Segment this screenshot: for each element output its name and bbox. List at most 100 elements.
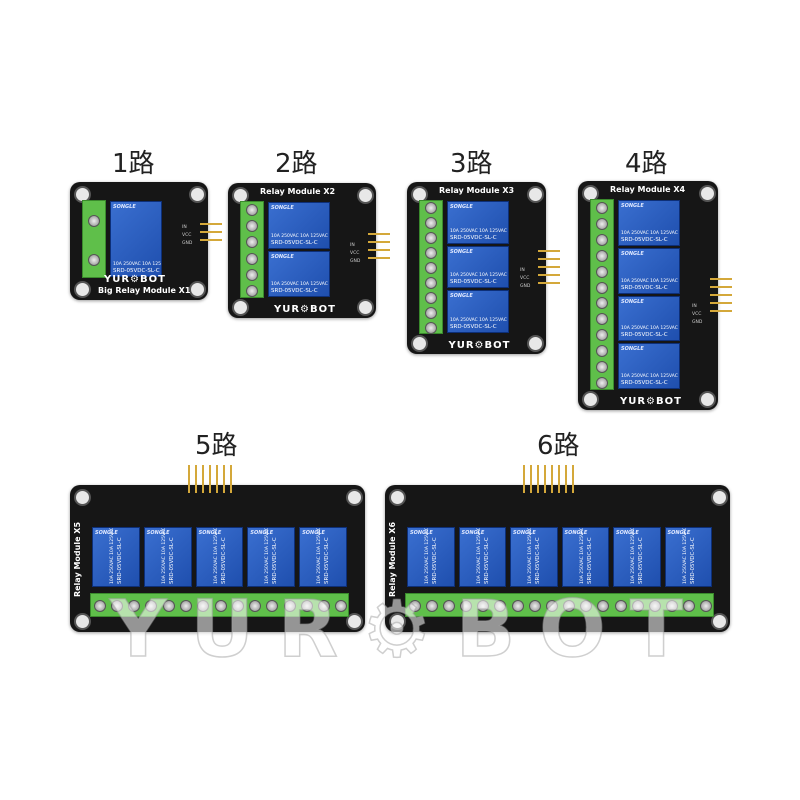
terminal-screw: [425, 306, 437, 319]
header-pin: [368, 240, 390, 243]
relay-brand: SONGLE: [621, 203, 644, 209]
header-pin: [710, 285, 732, 288]
terminal-screw: [335, 600, 348, 612]
mounting-hole: [357, 299, 374, 316]
header-pin: [368, 232, 390, 235]
brand-logo: YUR⚙BOT: [448, 340, 511, 351]
relay-brand: SONGLE: [450, 248, 473, 255]
pin-label: GND: [520, 284, 531, 289]
terminal-screw: [145, 600, 158, 612]
terminal-screw: [408, 600, 421, 612]
relay-brand: SONGLE: [302, 530, 325, 536]
board-title: Big Relay Module X1: [98, 286, 191, 295]
relay-brand: SONGLE: [564, 530, 588, 536]
mounting-hole: [711, 613, 728, 630]
header-pin: [188, 465, 190, 493]
terminal-screw: [425, 202, 437, 215]
relay-model: SRD-05VDC-SL-C: [535, 537, 541, 584]
relay-model: SRD-05VDC-SL-C: [117, 537, 123, 584]
header-pin: [538, 250, 560, 252]
relay-brand: SONGLE: [450, 204, 473, 210]
relay-brand: SONGLE: [250, 530, 274, 536]
terminal-screw: [596, 249, 608, 262]
terminal-screw: [246, 284, 258, 297]
terminal-screw: [231, 600, 244, 612]
terminal-screw: [511, 600, 524, 612]
terminal-screw: [425, 247, 437, 260]
relay-model: SRD-05VDC-SL-C: [272, 537, 279, 584]
relay-model: SRD-05VDC-SL-C: [621, 236, 668, 243]
board-title: Relay Module X2: [260, 187, 336, 196]
header-pin: [544, 465, 546, 493]
relay-brand: SONGLE: [461, 530, 485, 536]
terminal-screw: [110, 600, 123, 612]
pin-label: VCC: [350, 250, 360, 256]
header-pin: [202, 465, 204, 493]
mounting-hole: [411, 335, 428, 352]
terminal-screw: [425, 232, 437, 245]
label-4ch: 4路: [625, 149, 668, 179]
terminal-screw: [477, 600, 490, 612]
terminal-screw: [266, 600, 279, 612]
pin-label: VCC: [692, 311, 702, 317]
mounting-hole: [346, 613, 363, 630]
header-pin: [200, 239, 222, 241]
terminal-screw: [93, 600, 106, 612]
header-pin: [710, 301, 732, 304]
relay-rating: 10A 250VAC 10A 125VAC: [621, 230, 678, 236]
header-pin: [523, 465, 525, 493]
terminal-screw: [528, 600, 541, 612]
terminal-screw: [425, 321, 437, 334]
relay-model: SRD-05VDC-SL-C: [113, 268, 160, 274]
relay-rating: 10A 250VAC 10A 125VAC: [621, 326, 678, 332]
terminal-screw: [246, 220, 258, 233]
terminal-screw: [596, 201, 608, 214]
terminal-screw: [283, 600, 296, 612]
terminal-screw: [596, 281, 608, 294]
header-pin: [200, 231, 222, 233]
label-3ch: 3路: [450, 149, 493, 179]
mounting-hole: [711, 489, 728, 506]
relay-model: SRD-05VDC-SL-C: [621, 380, 668, 386]
terminal-screw: [179, 600, 192, 612]
watermark: YUR⚙BOT: [109, 584, 707, 676]
header-pin: [538, 266, 560, 268]
relay-rating: 10A 250VAC 10A 125VAC: [213, 527, 219, 584]
terminal-screw: [197, 600, 210, 612]
terminal-screw: [246, 252, 258, 265]
header-pin: [538, 258, 560, 260]
relay-model: SRD-05VDC-SL-C: [450, 323, 497, 330]
header-pin: [551, 465, 553, 493]
mounting-hole: [582, 391, 599, 408]
relay-brand: SONGLE: [271, 253, 294, 260]
terminal-screw: [425, 291, 437, 304]
relay-model: SRD-05VDC-SL-C: [689, 537, 696, 584]
terminal-screw: [442, 600, 455, 612]
relay-rating: 10A 250VAC 10A 125VAC: [110, 527, 115, 584]
relay-brand: SONGLE: [271, 205, 294, 211]
relay-brand: SONGLE: [621, 298, 644, 305]
relay-model: SRD-05VDC-SL-C: [450, 234, 497, 241]
mounting-hole: [346, 489, 363, 506]
terminal-screw: [494, 600, 507, 612]
mounting-hole: [389, 613, 406, 630]
header-pin: [558, 465, 560, 493]
terminal-block: [405, 593, 714, 617]
relay-rating: 10A 250VAC 10A 125VAC: [161, 527, 167, 584]
mounting-hole: [189, 186, 206, 203]
relay-model: SRD-05VDC-SL-C: [621, 332, 668, 339]
terminal-screw: [425, 600, 438, 612]
terminal-screw: [596, 329, 608, 342]
